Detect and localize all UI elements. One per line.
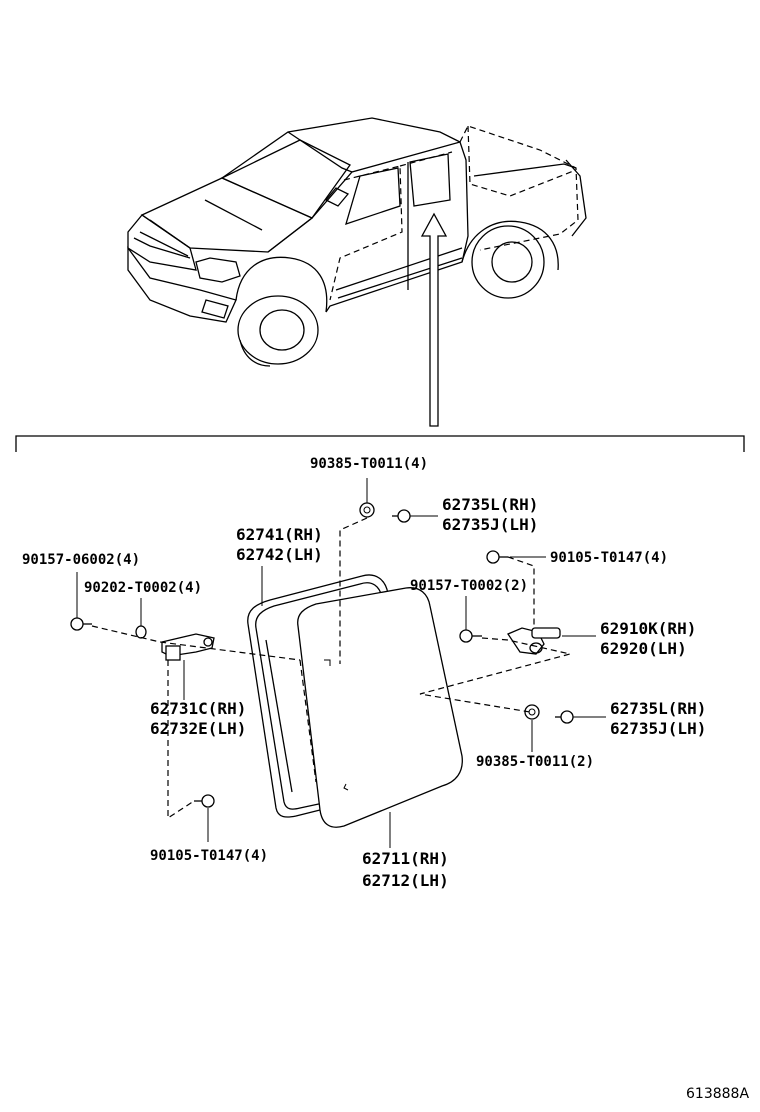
nut-icon [524,704,540,720]
reference-code: 613888A [686,1086,749,1102]
label-hinge-rh: 62731C(RH) [150,699,246,718]
label-screw-right-mid: 90157-T0002(2) [410,578,528,594]
cap-icon [555,710,574,724]
label-nut-bottom: 90385-T0011(2) [476,754,594,770]
pickup-truck-illustration [127,117,587,367]
label-cap-top-rh: 62735L(RH) [442,495,538,514]
assembly-bracket [15,435,745,452]
screw-icon [194,794,215,808]
label-weatherstrip-lh: 62742(LH) [236,545,323,564]
label-screw-right-top: 90105-T0147(4) [550,550,668,566]
label-screw-left: 90157-06002(4) [22,552,140,568]
label-screw-bottom: 90105-T0147(4) [150,848,268,864]
label-nut-top: 90385-T0011(4) [310,456,428,472]
window-weatherstrip [247,574,393,818]
label-latch-rh: 62910K(RH) [600,619,696,638]
screw-icon [459,629,482,643]
label-hinge-lh: 62732E(LH) [150,719,246,738]
label-washer-left: 90202-T0002(4) [84,580,202,596]
nut-icon [359,502,375,518]
quarter-window-glass [297,587,463,828]
location-arrow-icon [420,212,448,427]
window-hinge [161,633,215,661]
cap-icon [392,509,411,523]
assembly-lines [91,517,571,820]
label-glass-lh: 62712(LH) [362,871,449,890]
label-cap-top-lh: 62735J(LH) [442,515,538,534]
screw-icon [70,617,92,631]
label-cap-bottom-lh: 62735J(LH) [610,719,706,738]
leader-lines [76,478,606,848]
label-cap-bottom-rh: 62735L(RH) [610,699,706,718]
label-latch-lh: 62920(LH) [600,639,687,658]
washer-icon [135,625,147,639]
label-glass-rh: 62711(RH) [362,849,449,868]
label-weatherstrip-rh: 62741(RH) [236,525,323,544]
screw-icon [486,550,508,564]
